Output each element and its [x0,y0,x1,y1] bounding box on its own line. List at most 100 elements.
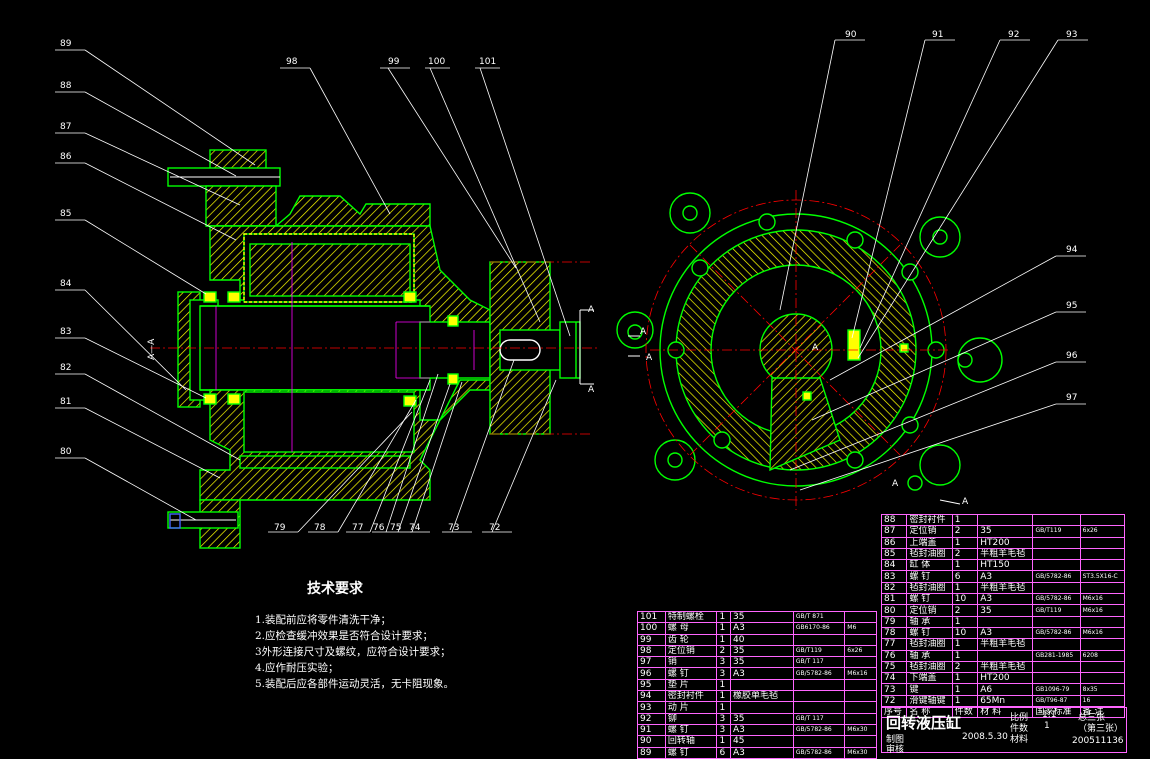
table-cell: M6x16 [1079,593,1126,606]
checked-label: 审核 [886,745,905,755]
table-cell: 1 [951,615,979,628]
label-96: 96 [1066,351,1078,361]
table-cell: 定位销 [664,644,718,658]
label-93: 93 [1066,30,1077,40]
table-cell: M6x30 [844,723,877,737]
table-cell [792,735,846,748]
end-view [616,192,1003,491]
table-cell: 82 [880,581,908,595]
table-cell: GB1096-79 [1032,683,1081,696]
table-cell: GB/5782-86 [1032,626,1081,640]
table-cell [792,690,846,703]
table-cell: 橡胶单毛毡 [729,690,794,703]
table-cell: A6 [977,683,1034,696]
table-cell: 1 [716,622,731,635]
table-cell: 1 [951,694,979,708]
table-cell: 85 [880,547,908,561]
table-cell [1032,581,1081,595]
table-cell: 动 片 [664,701,718,714]
table-cell [1079,536,1126,549]
table-cell: 1 [716,701,731,714]
table-cell [1032,536,1081,549]
table-cell [1032,547,1081,561]
table-cell [1079,615,1126,628]
table-cell: 键 [906,683,953,696]
table-cell: GB6170-86 [792,622,846,635]
table-cell: 40 [729,633,794,646]
table-cell: GB/T119 [792,644,846,658]
table-cell [1079,672,1126,685]
table-cell: GB/5782-86 [1032,570,1081,583]
label-94: 94 [1066,245,1078,255]
table-cell: 2 [951,525,979,538]
section-mark-a7: A [962,497,969,507]
table-cell [1032,615,1081,628]
label-86: 86 [60,152,72,162]
section-mark-a6: A [892,479,899,489]
label-95: 95 [1066,301,1077,311]
table-cell: 76 [880,649,908,662]
table-cell: 滑键轴键 [906,694,953,708]
section-dimensions [215,242,475,452]
section-mark-a1: A [588,305,595,315]
label-74: 74 [409,523,421,533]
table-cell: 98 [637,644,666,658]
section-mark-a2: A [588,385,595,395]
table-cell [792,633,846,646]
table-cell: GB/5782-86 [1032,593,1081,606]
table-cell [977,513,1034,527]
table-cell [844,633,877,646]
sheet-label: 件数 [1010,724,1029,734]
table-cell: 96 [637,667,666,680]
table-cell [792,701,846,714]
table-cell: GB/5782-86 [792,723,846,737]
table-cell: 3 [716,723,731,737]
table-cell: M6x16 [844,667,877,680]
table-cell: 88 [880,513,908,527]
table-cell [729,678,794,692]
table-cell: 74 [880,672,908,685]
table-cell [977,649,1034,662]
table-cell: GB/T119 [1032,525,1081,538]
table-cell [1079,559,1126,572]
table-cell: 半粗羊毛毡 [977,638,1034,651]
table-cell: 95 [637,678,666,692]
table-cell: 100 [637,622,666,635]
table-cell: 1 [951,513,979,527]
table-cell [844,735,877,748]
label-73: 73 [448,523,459,533]
table-cell: 84 [880,559,908,572]
table-cell: 3 [716,712,731,725]
leader-lines [55,39,1088,533]
table-cell: 密封衬件 [906,513,953,527]
table-cell: 1 [716,678,731,692]
tech-item-3: 3外形连接尺寸及螺纹，应符合设计要求； [255,646,451,658]
table-cell: ST3.5X16-C [1079,570,1126,583]
table-cell: A3 [729,622,794,635]
table-cell: 10 [951,593,979,606]
table-cell: M6x16 [1079,604,1126,617]
table-cell: 35 [729,644,794,658]
table-cell: 6208 [1079,649,1126,662]
label-89: 89 [60,39,72,49]
label-83: 83 [60,327,71,337]
tech-item-1: 1.装配前应将零件清洗干净； [255,614,392,626]
table-cell: 6 [951,570,979,583]
label-85: 85 [60,209,71,219]
table-cell: HT200 [977,672,1034,685]
table-cell: 87 [880,525,908,538]
table-cell: 螺 钉 [906,626,953,640]
table-cell: 45 [729,735,794,748]
